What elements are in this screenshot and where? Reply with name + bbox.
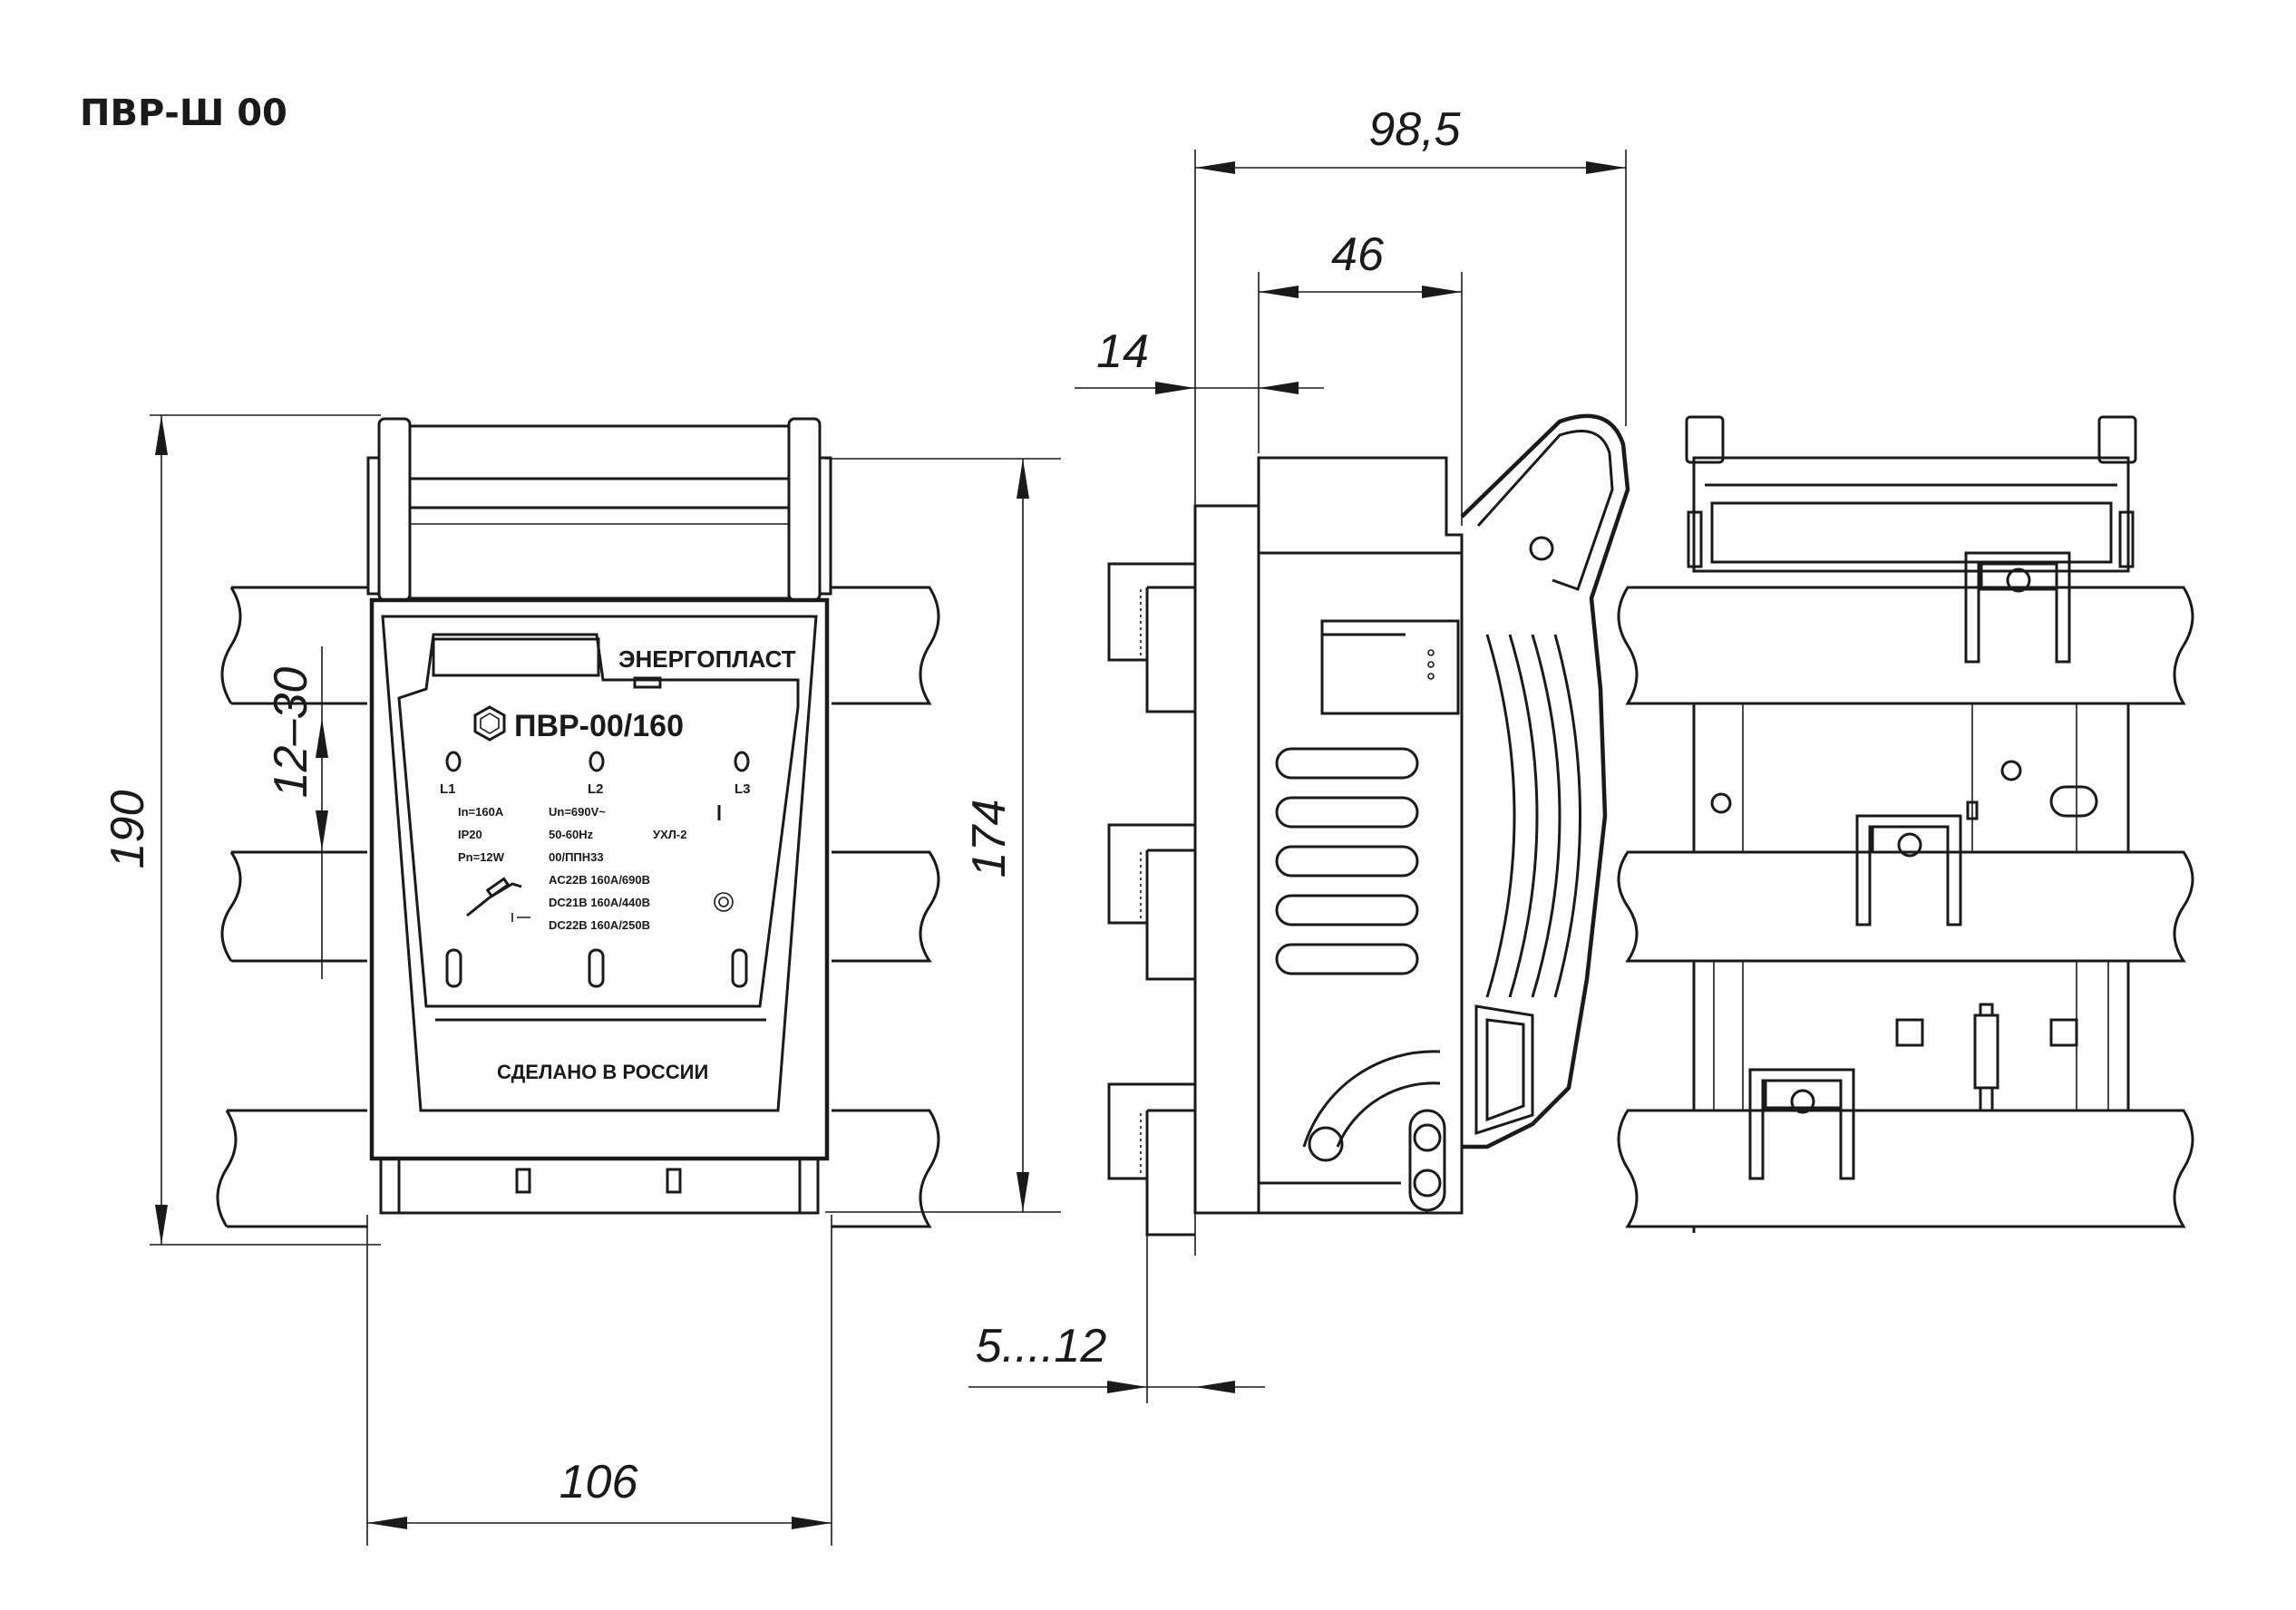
- pole-label-l3: L3: [735, 781, 751, 797]
- brand-label: ЭНЕРГОПЛАСТ: [618, 645, 796, 673]
- rating-freq: 50-60Hz: [549, 828, 594, 841]
- dim-174: 174: [963, 800, 1016, 878]
- drawing-title: ПВР-Ш 00: [80, 92, 287, 134]
- front-view: [216, 417, 940, 1228]
- side-busbar-profiles: [1107, 562, 1195, 1237]
- logo-icon: [473, 705, 506, 742]
- dim-5-12: 5....12: [976, 1320, 1107, 1372]
- fuse-symbol-icon: [466, 877, 530, 922]
- rating-pn: Pn=12W: [458, 850, 505, 864]
- dim-46: 46: [1331, 228, 1384, 281]
- rating-dc22: DC22B 160A/250B: [549, 918, 650, 932]
- dimension-lines: [150, 150, 1627, 1546]
- rating-un: Un=690V~: [549, 805, 606, 819]
- dim-190: 190: [102, 790, 154, 869]
- rating-ac22: AC22B 160A/690B: [549, 873, 650, 887]
- made-in-label: СДЕЛАНО В РОССИИ: [497, 1061, 708, 1083]
- rating-ip: IP20: [458, 828, 482, 841]
- climate-label: УХЛ-2: [653, 828, 686, 841]
- dim-14: 14: [1096, 325, 1149, 378]
- side-view: [1107, 413, 1630, 1237]
- dim-12-30: 12–30: [265, 667, 317, 799]
- side-handle: [1460, 413, 1630, 1149]
- rear-view: [1617, 415, 2194, 1233]
- dim-106: 106: [559, 1456, 638, 1508]
- model-label: ПВР-00/160: [514, 709, 684, 743]
- pole-label-l1: L1: [440, 781, 456, 797]
- pole-label-l2: L2: [588, 781, 604, 797]
- busbars-front: [216, 586, 940, 1228]
- dim-98-5: 98,5: [1368, 103, 1461, 156]
- rating-size: 00/ППН33: [549, 850, 604, 864]
- rating-in: In=160A: [458, 805, 504, 819]
- rating-dc21: DC21B 160A/440B: [549, 896, 650, 909]
